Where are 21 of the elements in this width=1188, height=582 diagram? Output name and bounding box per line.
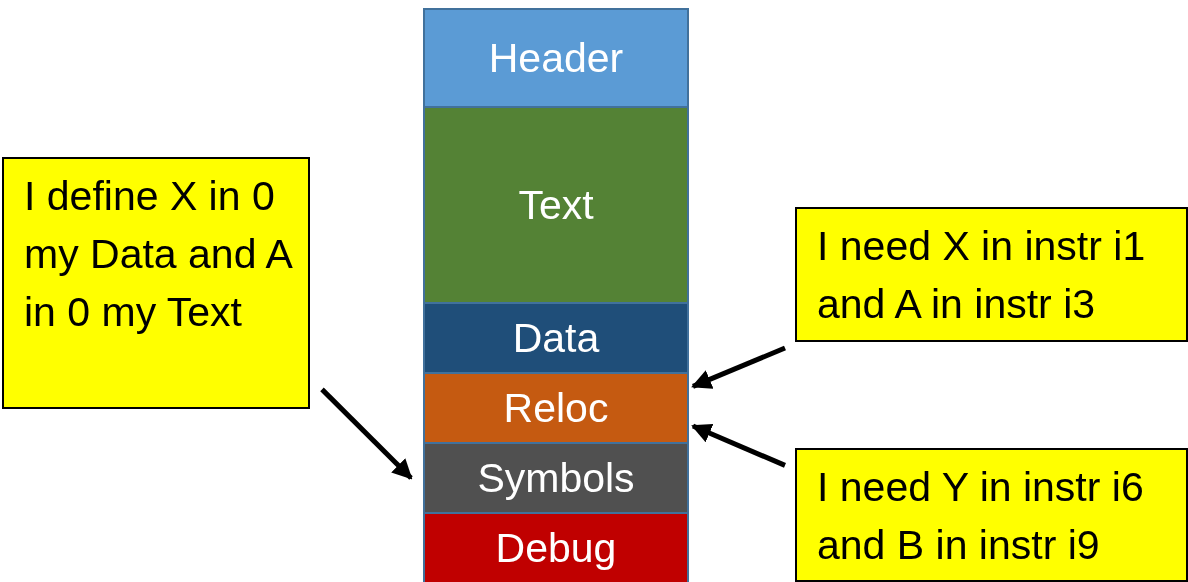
node-text: I need Y in instr i6 and B in instr i9	[817, 464, 1144, 568]
arrow	[691, 423, 786, 468]
node-text: I define X in 0 my Data and A in 0 my Text	[24, 173, 291, 335]
node-text: Header	[488, 34, 624, 82]
memory-section-block	[423, 372, 689, 444]
memory-section-block	[423, 442, 689, 514]
memory-section-block	[423, 8, 689, 108]
node-text: Text	[518, 181, 594, 229]
node-text: Debug	[495, 524, 617, 572]
note-box	[795, 207, 1188, 342]
memory-section-block	[423, 302, 689, 374]
node-text: Data	[512, 314, 600, 362]
node-text: Reloc	[503, 384, 609, 432]
arrow	[320, 387, 413, 480]
note-box	[2, 157, 310, 409]
node-text: Symbols	[477, 454, 635, 502]
memory-section-block	[423, 106, 689, 304]
note-box	[795, 448, 1188, 582]
memory-section-block	[423, 512, 689, 582]
arrow	[691, 345, 786, 389]
node-text: I need X in instr i1 and A in instr i3	[817, 223, 1146, 327]
